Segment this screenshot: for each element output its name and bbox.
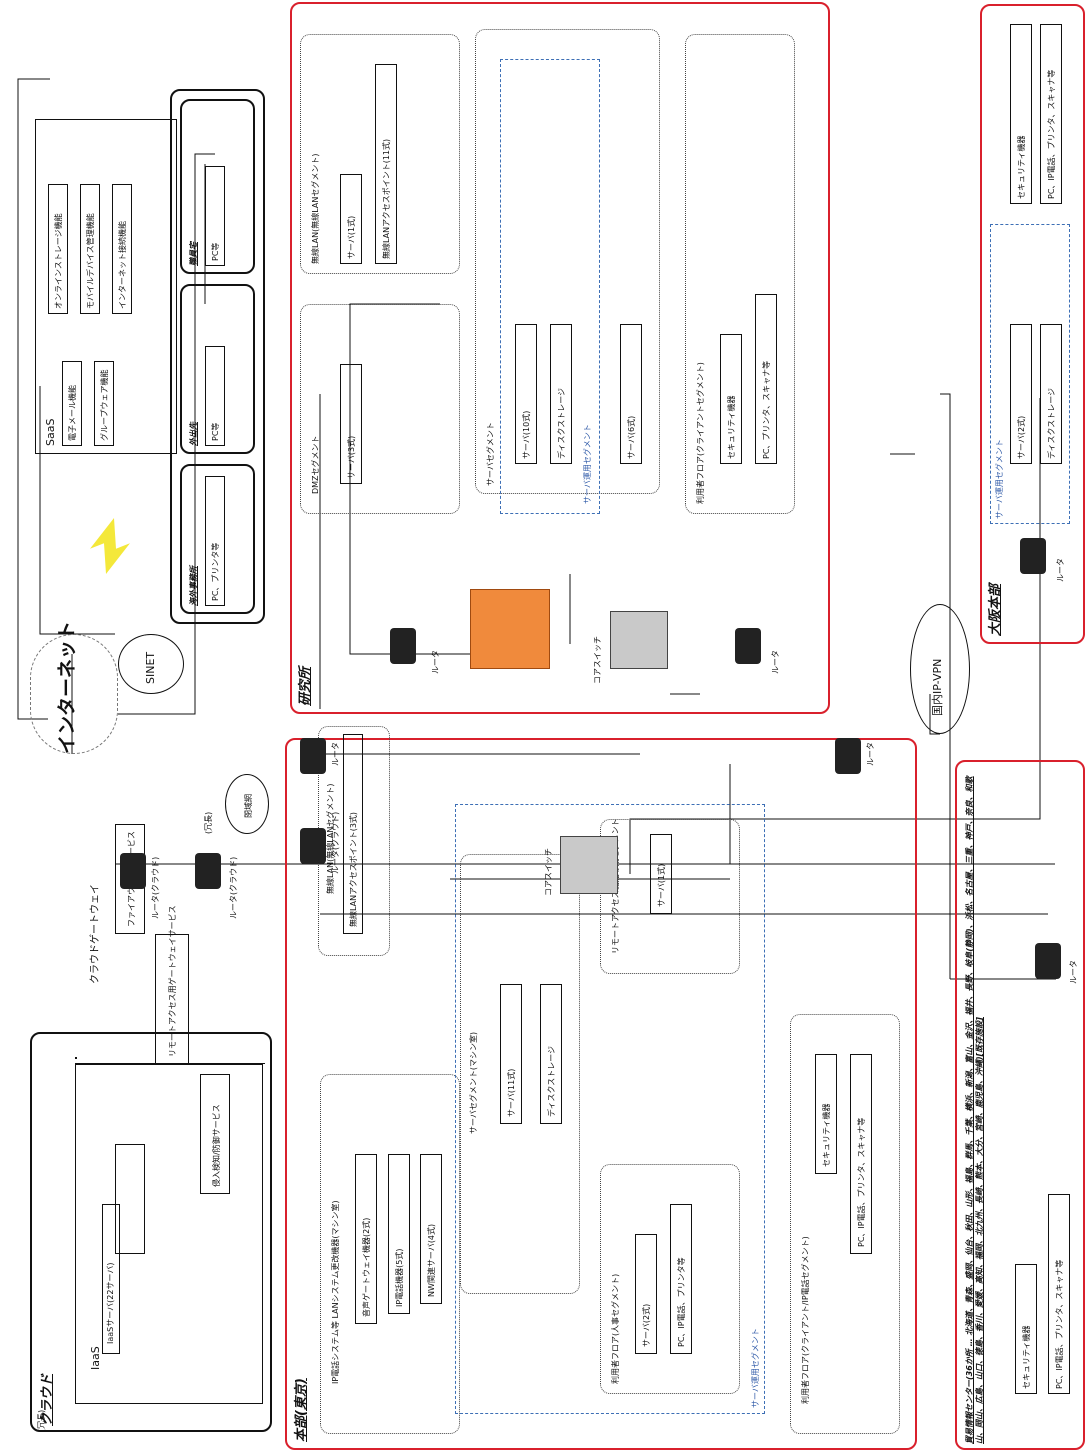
- lab-user-item-2: PC、プリンタ、スキャナ等: [755, 294, 777, 464]
- osaka-router-label: ルータ: [1056, 558, 1065, 582]
- honbu-wireless-item: 無線LANアクセスポイント(3式): [343, 734, 363, 934]
- honbu-router-internet-label: ルータ: [331, 742, 340, 766]
- link-cloud-router-internet: [17, 78, 50, 720]
- router-cloud-2-icon: [195, 853, 221, 889]
- lab-dmz-item: サーバ(3式): [340, 364, 362, 484]
- honbu-hr-item-2: PC、IP電話、プリンタ等: [670, 1204, 692, 1354]
- lab-router-internet-label: ルータ: [431, 650, 440, 674]
- honbu-user-floor-title: 利用者フロア(クライアント/IP電話セグメント): [801, 1236, 810, 1404]
- osaka-ops-label: サーバ運用セグメント: [995, 439, 1004, 519]
- honbu-router-cloud-label: ルータ(クラウド): [331, 811, 340, 874]
- honbu-remote-access-item: サーバ(1式): [650, 834, 672, 914]
- lab-server-item-1: サーバ(10式): [515, 324, 537, 464]
- gateway-title: クラウドゲートウェイ: [90, 884, 101, 984]
- lab-wireless-item-2: 無線LANアクセスポイント(11式): [375, 64, 397, 264]
- honbu-router-vpn-label: ルータ: [866, 742, 875, 766]
- saas-item-4: モバイルデバイス管理機能: [80, 184, 100, 314]
- lab-server-ops-label: サーバ運用セグメント: [583, 424, 592, 504]
- lan-item-2: IP電話機器(5式): [388, 1154, 410, 1314]
- saas-item-2: グループウェア機能: [94, 361, 114, 446]
- regional-router-label: ルータ: [1069, 960, 1078, 984]
- lab-router-internet-icon: [390, 628, 416, 664]
- honbu-router-vpn-icon: [835, 738, 861, 774]
- saas-item-3: オンラインストレージ機能: [48, 184, 68, 314]
- osaka-router-icon: [1020, 538, 1046, 574]
- osaka-item-1: サーバ(2式): [1010, 324, 1032, 464]
- link-vpn: [929, 694, 940, 735]
- lab-wireless-title: 無線LAN(無線LANセグメント): [311, 153, 320, 264]
- internet-label: インターネット: [56, 620, 78, 754]
- site-overseas-item: PC、プリンタ等: [205, 476, 225, 606]
- lab-user-floor-title: 利用者フロア(クライアントセグメント): [696, 362, 705, 504]
- lab-dmz: [300, 304, 460, 514]
- honbu-server-item-1: サーバ(11式): [500, 984, 522, 1124]
- osaka-floor-item-2: PC、IP電話、プリンタ、スキャナ等: [1040, 24, 1062, 204]
- site-home-item: PC等: [205, 166, 225, 266]
- honbu-user-item-1: セキュリティ機器: [815, 1054, 837, 1174]
- lab-server-item-2: ディスクストレージ: [550, 324, 572, 464]
- osaka-title: 大阪本部: [988, 583, 1003, 636]
- osaka-floor-item-1: セキュリティ機器: [1010, 24, 1032, 204]
- honbu-server-item-2: ディスクストレージ: [540, 984, 562, 1124]
- link-core-osaka: [629, 398, 1041, 874]
- honbu-router-internet-icon: [300, 738, 326, 774]
- lan-item-1: 音声ゲートウェイ機器(2式): [355, 1154, 377, 1324]
- regional-router-icon: [1035, 943, 1061, 979]
- vpn-label: 国内IP-VPN: [931, 658, 944, 716]
- site-outside-item: PC等: [205, 346, 225, 446]
- regional-title-wrap: 貿易情報センター(36か所 … 北海道、青森、盛岡、仙台、秋田、山形、福島、群馬…: [965, 764, 995, 1444]
- router-cloud-1-label: ルータ(クラウド): [151, 856, 160, 919]
- saas-item-5: インターネット接続機能: [112, 184, 132, 314]
- lab-core-switch-label: コアスイッチ: [593, 636, 602, 684]
- link-internet-saas: [39, 386, 115, 635]
- saas-title: SaaS: [44, 418, 57, 446]
- site-home-title: 職員宅: [189, 242, 198, 266]
- lab-server-item-3: サーバ(6式): [620, 324, 642, 464]
- lab-router-vpn-label: ルータ: [771, 650, 780, 674]
- gateway-outline: [75, 1064, 263, 1404]
- honbu-core-switch-icon: [560, 836, 618, 894]
- lab-firewall-icon: [470, 589, 550, 669]
- regional-item-1: セキュリティ機器: [1015, 1264, 1037, 1394]
- osaka-item-2: ディスクストレージ: [1040, 324, 1062, 464]
- lab-user-item-1: セキュリティ機器: [720, 334, 742, 464]
- regional-title: 貿易情報センター(36か所 … 北海道、青森、盛岡、仙台、秋田、山形、福島、群馬…: [965, 776, 984, 1444]
- saas-item-1: 電子メール機能: [62, 361, 82, 446]
- lab-server-segment-title: サーバセグメント: [486, 422, 495, 486]
- link-vpn-regional: [940, 393, 951, 979]
- router-cloud-2-label: ルータ(クラウド): [229, 856, 238, 919]
- lan-machine-room-title: IP電話システム等 LANシステム更改機器(マシン室): [331, 1200, 340, 1384]
- link-redundant-router: [118, 153, 215, 715]
- lab-wireless-item-1: サーバ(1式): [340, 174, 362, 264]
- honbu-title: 本部(東京): [294, 1378, 309, 1442]
- link-lab-fw-dmz: [349, 303, 520, 655]
- lab-dmz-title: DMZセグメント: [311, 435, 320, 494]
- gw-item-3: 侵入検知/防御サービス: [200, 1074, 230, 1194]
- lab-core-switch-icon: [610, 611, 668, 669]
- honbu-user-item-2: PC、IP電話、プリンタ、スキャナ等: [850, 1054, 872, 1254]
- honbu-server-ops-label: サーバ運用セグメント: [751, 1328, 760, 1408]
- honbu-router-cloud-icon: [300, 828, 326, 864]
- closed-network-redundancy: (冗長): [204, 811, 213, 834]
- cloud-title: クラウド: [40, 1373, 55, 1426]
- link-core-vpn-router: [320, 764, 731, 865]
- honbu-core-switch-label: コアスイッチ: [544, 848, 553, 896]
- router-cloud-1-icon: [120, 853, 146, 889]
- regional-item-2: PC、IP電話、プリンタ、スキャナ等: [1048, 1194, 1070, 1394]
- honbu-hr-item-1: サーバ(2式): [635, 1234, 657, 1354]
- honbu-server-segment-title: サーバセグメント(マシン室): [469, 1031, 478, 1134]
- lab-title: 研究所: [298, 666, 313, 706]
- site-outside-title: 外出先: [189, 422, 198, 446]
- gw-item-2: リモートアクセス用ゲートウェイサービス: [155, 905, 189, 1064]
- honbu-hr-floor-title: 利用者フロア(人事セグメント): [611, 1273, 620, 1384]
- closed-network-label: 閉域網: [244, 794, 253, 818]
- site-overseas-title: 海外事務所: [189, 566, 198, 606]
- lab-router-vpn-icon: [735, 628, 761, 664]
- sinet-label: SINET: [144, 651, 157, 684]
- lan-item-3: NW関連サーバ(4式): [420, 1154, 442, 1304]
